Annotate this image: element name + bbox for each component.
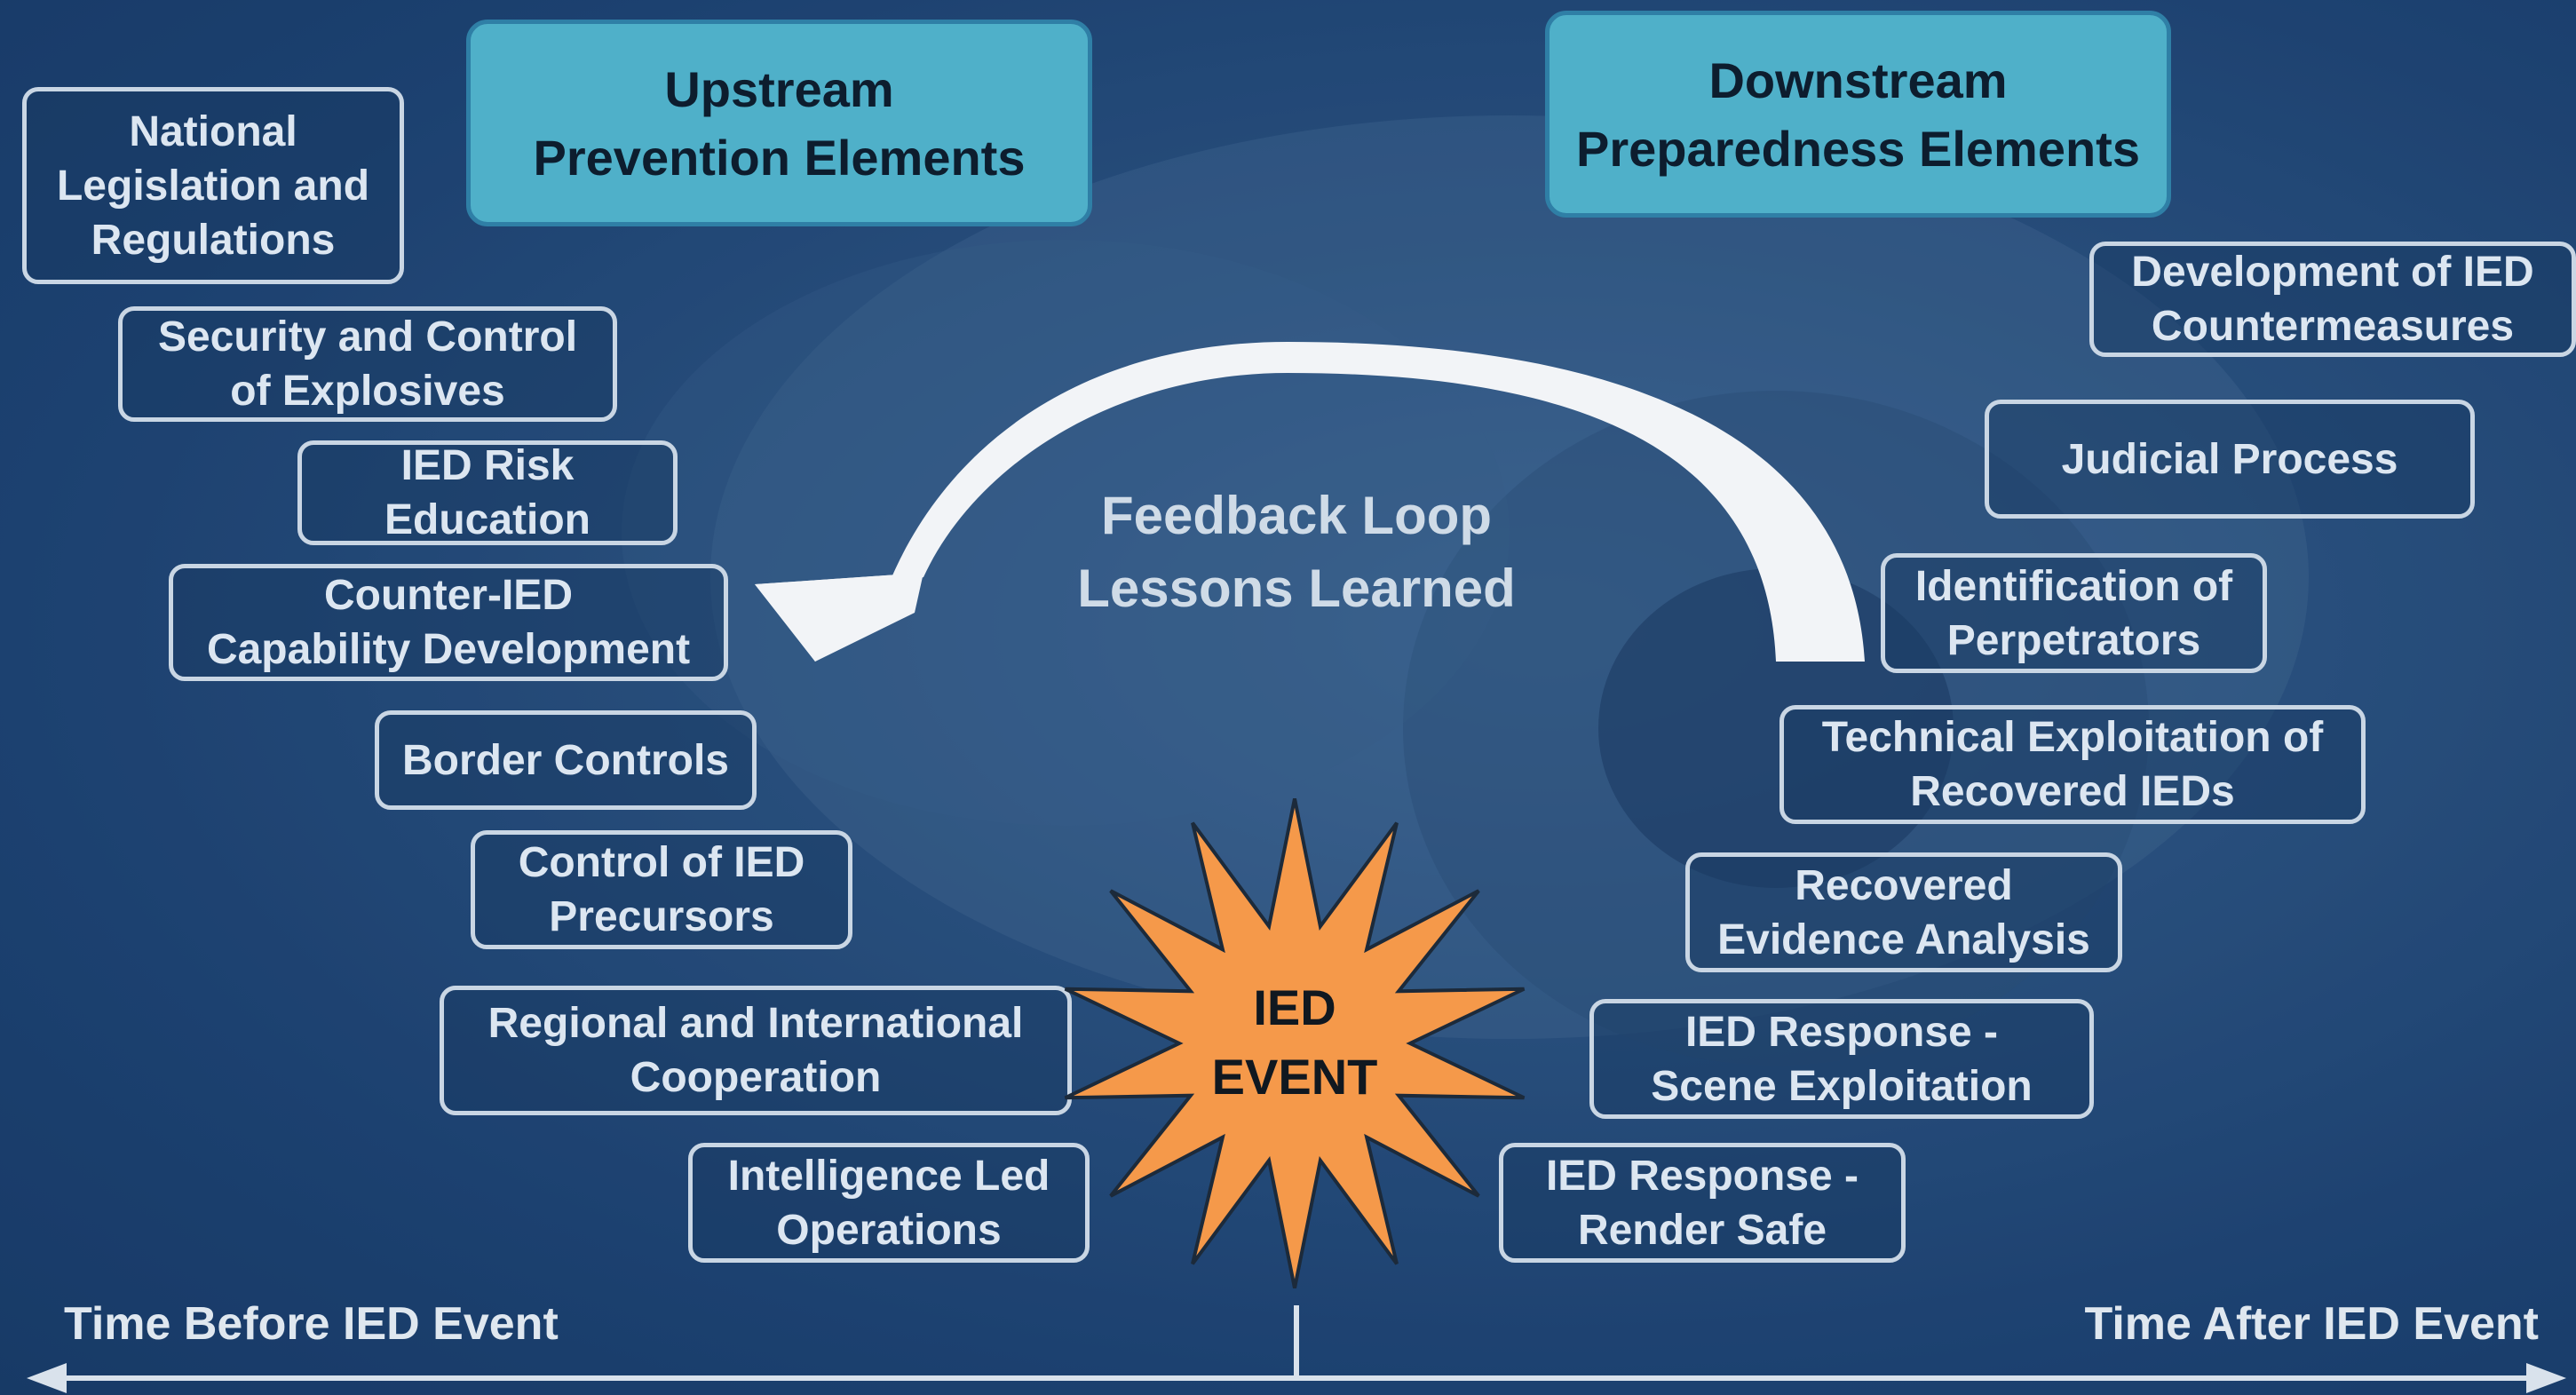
upstream-border-controls: Border Controls [375,710,757,810]
ied-event-label: IED EVENT [1211,979,1378,1105]
downstream-render-safe: IED Response - Render Safe [1499,1143,1906,1263]
upstream-ied-risk-education: IED Risk Education [297,440,678,545]
downstream-header: Downstream Preparedness Elements [1545,11,2171,218]
upstream-regional-international-cooperation: Regional and International Cooperation [440,986,1072,1115]
downstream-identification-perpetrators: Identification of Perpetrators [1881,553,2267,673]
upstream-control-ied-precursors: Control of IED Precursors [471,830,852,949]
upstream-header: Upstream Prevention Elements [466,20,1092,226]
upstream-national-legislation: National Legislation and Regulations [22,87,404,284]
feedback-loop-label: Feedback Loop Lessons Learned [1077,486,1516,618]
upstream-security-control-explosives: Security and Control of Explosives [118,306,617,422]
upstream-intelligence-led-operations: Intelligence Led Operations [688,1143,1090,1263]
downstream-judicial-process: Judicial Process [1985,400,2475,519]
upstream-counter-ied-capability: Counter-IED Capability Development [169,564,728,681]
time-after-label: Time After IED Event [2084,1298,2539,1350]
downstream-technical-exploitation: Technical Exploitation of Recovered IEDs [1779,705,2366,824]
time-before-label: Time Before IED Event [64,1298,559,1350]
downstream-development-countermeasures: Development of IED Countermeasures [2089,242,2576,357]
downstream-scene-exploitation: IED Response - Scene Exploitation [1589,999,2094,1119]
downstream-recovered-evidence-analysis: Recovered Evidence Analysis [1685,852,2122,972]
